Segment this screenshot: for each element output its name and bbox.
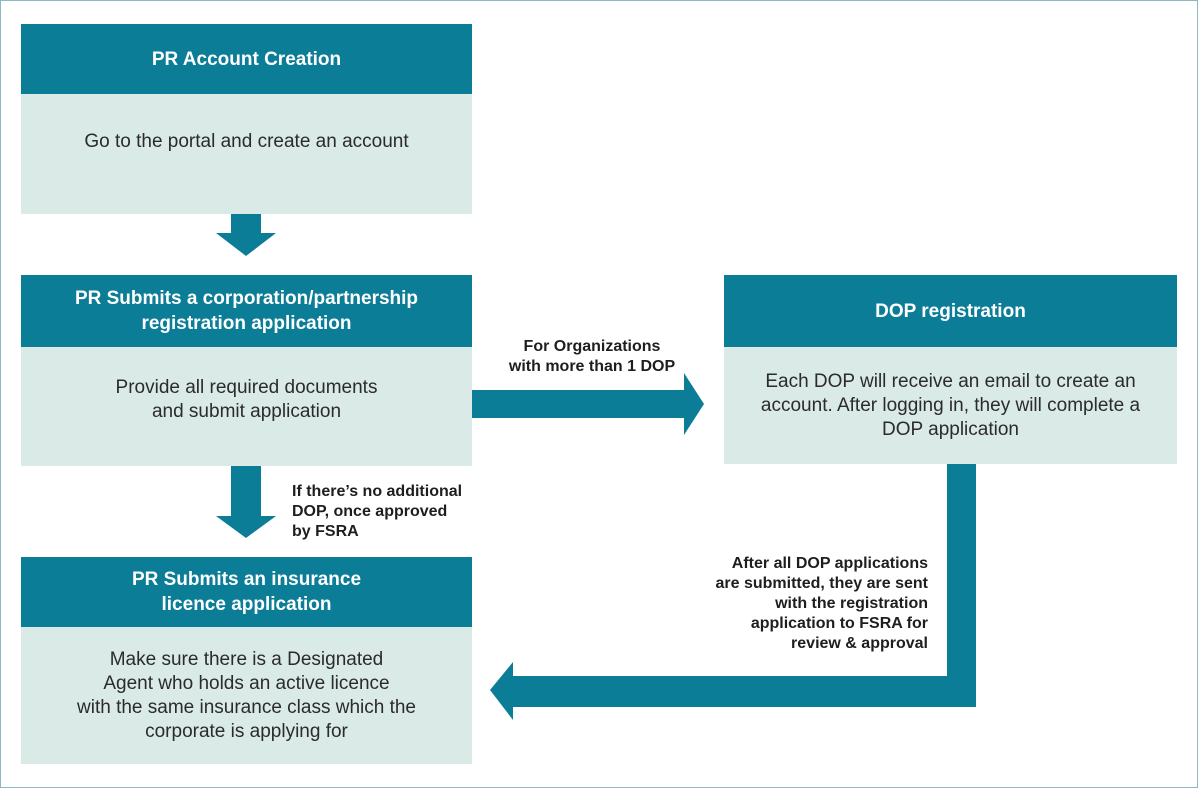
label-more-than-one-dop: For Organizations with more than 1 DOP <box>508 338 676 375</box>
step-registration-body: Provide all required documents and submi… <box>21 347 472 466</box>
step-account-creation-title: PR Account Creation <box>21 24 472 94</box>
step-insurance-licence: PR Submits an insurance licence applicat… <box>21 557 472 764</box>
step-insurance-licence-body: Make sure there is a Designated Agent wh… <box>21 627 472 764</box>
label-no-additional-dop: If there’s no additional DOP, once appro… <box>292 483 463 540</box>
label-after-dop-submitted: After all DOP applications are submitted… <box>715 555 928 652</box>
step-dop-registration: DOP registration Each DOP will receive a… <box>724 275 1177 464</box>
step-insurance-licence-title: PR Submits an insurance licence applicat… <box>21 557 472 627</box>
step-account-creation: PR Account Creation Go to the portal and… <box>21 24 472 214</box>
step-account-creation-body: Go to the portal and create an account <box>21 94 472 214</box>
arrow-down-1 <box>216 214 276 256</box>
step-dop-registration-body: Each DOP will receive an email to create… <box>724 347 1177 464</box>
step-dop-registration-title: DOP registration <box>724 275 1177 347</box>
step-registration-title: PR Submits a corporation/partnership reg… <box>21 275 472 347</box>
arrow-right <box>472 373 704 435</box>
arrow-down-2 <box>216 466 276 538</box>
step-registration: PR Submits a corporation/partnership reg… <box>21 275 472 466</box>
arrow-elbow <box>490 464 976 720</box>
